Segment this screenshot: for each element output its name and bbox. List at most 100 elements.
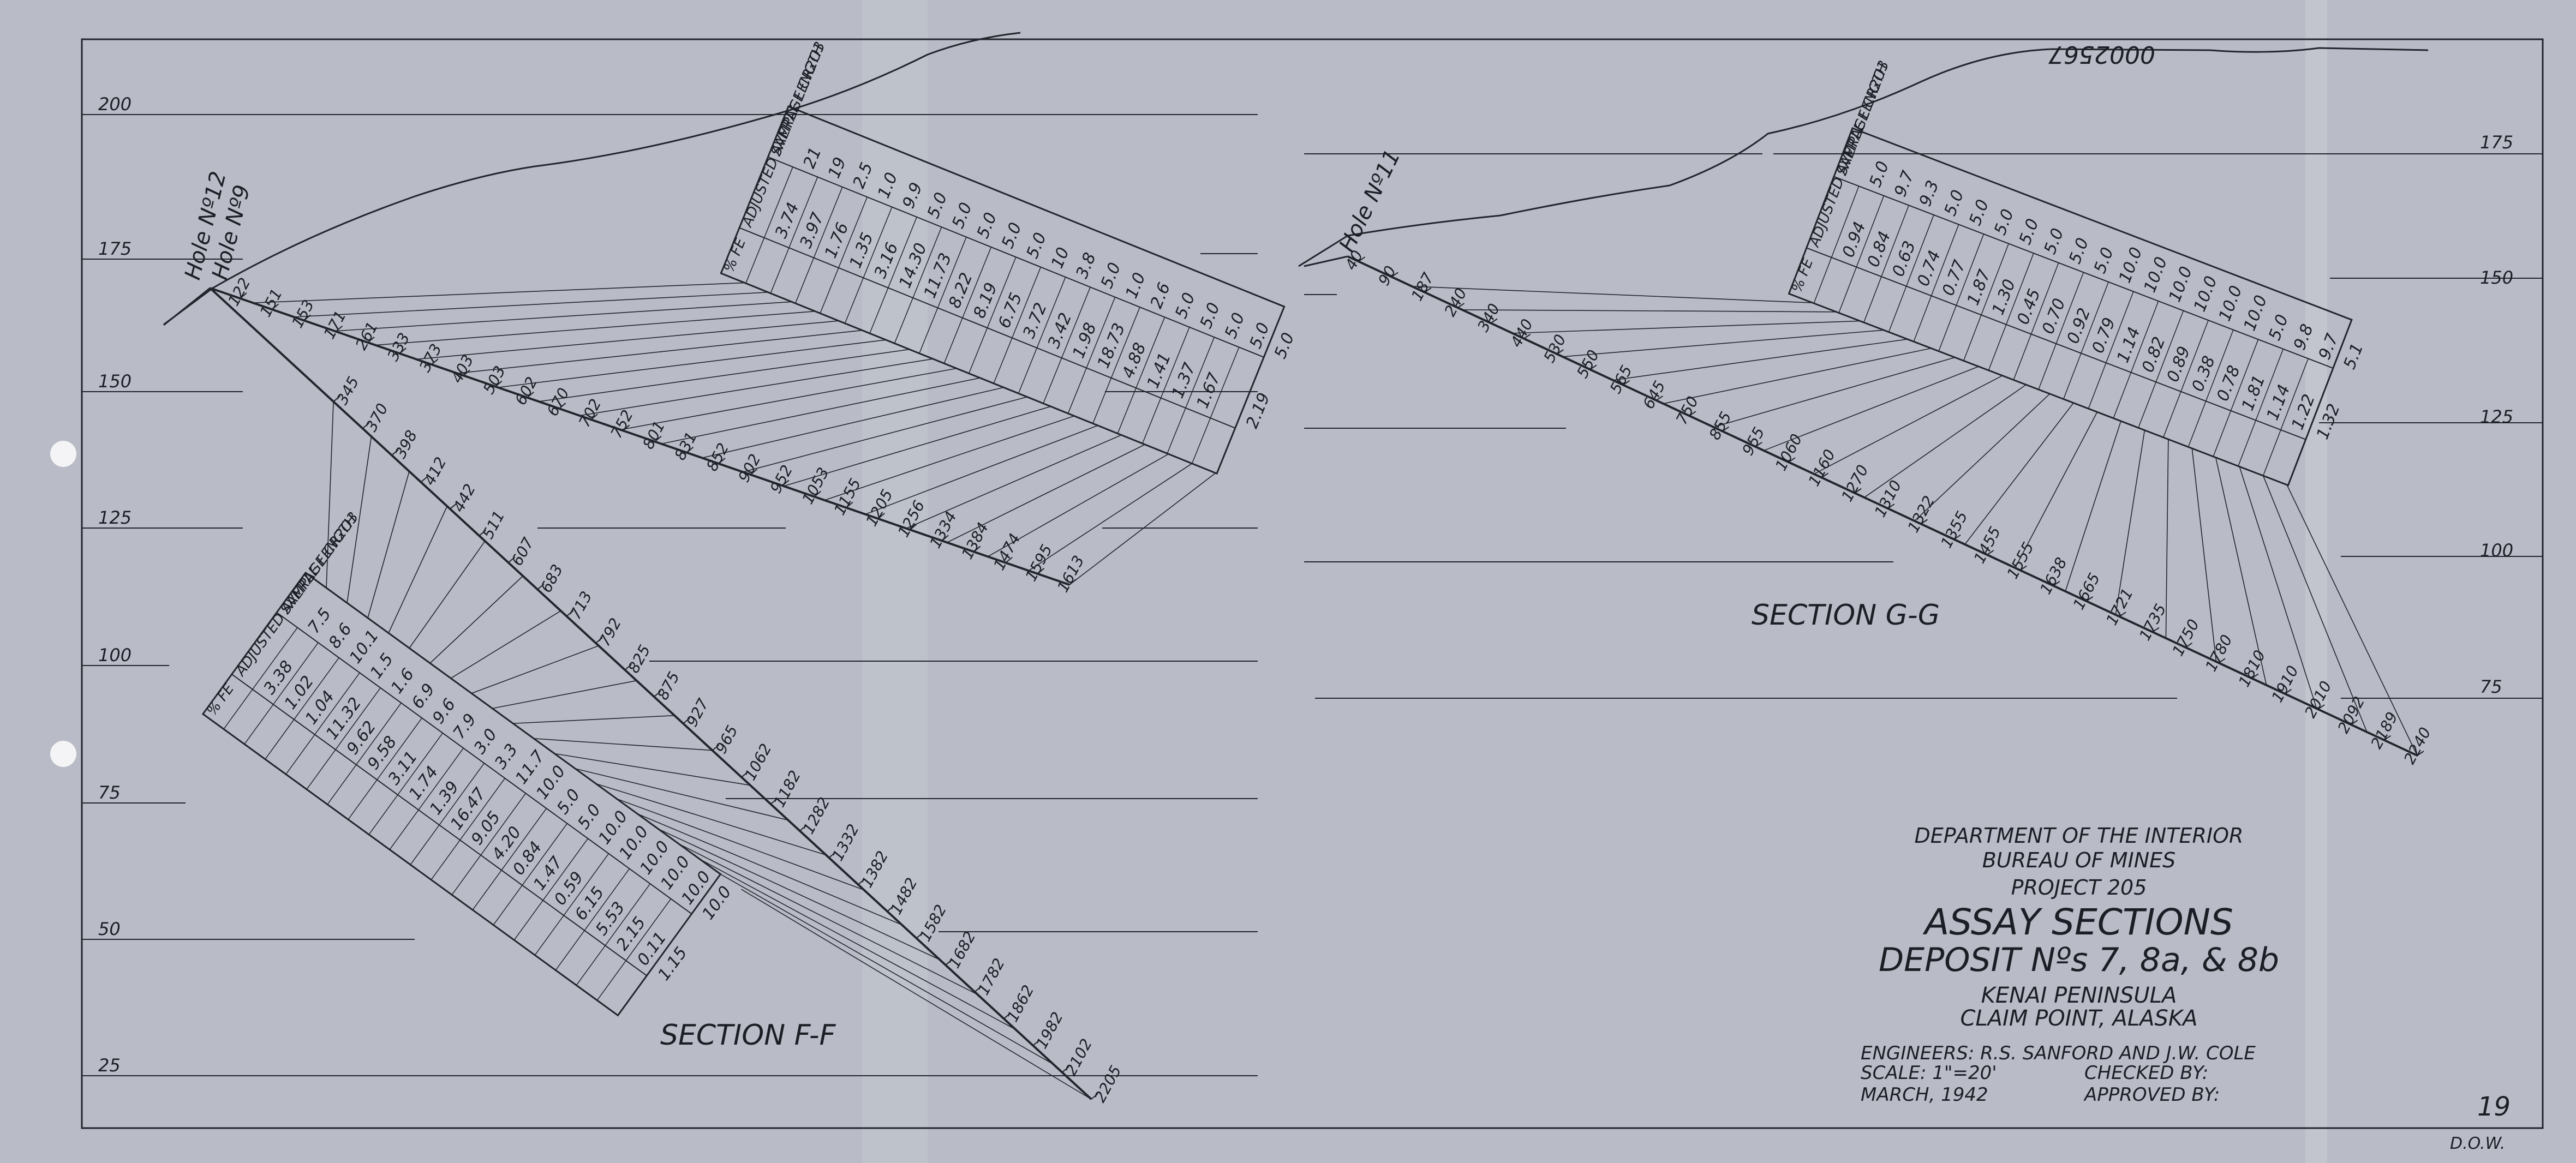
sample-length-value: 5.1 — [2340, 340, 2368, 371]
sample-length-value: 5.0 — [2016, 216, 2043, 247]
sample-length-value: 7.5 — [304, 605, 335, 637]
depth-tick — [916, 932, 924, 939]
binder-hole — [50, 741, 76, 767]
elevation-label: 50 — [98, 919, 121, 939]
depth-tick — [1755, 442, 1762, 447]
table-row-divider — [223, 627, 298, 729]
table-row-divider — [348, 717, 422, 820]
table-row-divider — [2063, 281, 2109, 399]
hole9-depth-label: 171 — [320, 308, 350, 342]
hole9-depth-label: 670 — [543, 385, 573, 419]
table-row-divider — [1117, 317, 1166, 434]
depth-tick — [479, 530, 486, 536]
assay-connector — [492, 680, 637, 709]
hole11-depth-label: 530 — [1540, 332, 1569, 366]
hole-collar-line — [163, 287, 211, 326]
section-gg-label: SECTION G-G — [1752, 599, 1940, 632]
hole12-depth-label: 2102 — [1062, 1036, 1096, 1078]
assay-connector — [471, 645, 599, 694]
sample-length-value: 5.0 — [1221, 310, 1248, 341]
table-row-divider — [894, 226, 942, 344]
hole12-depth-label: 683 — [537, 561, 566, 596]
depth-tick — [1424, 287, 1432, 293]
depth-tick — [507, 556, 516, 563]
hole12-depth-label: 2205 — [1091, 1063, 1125, 1105]
table-header-text: % FE — [1789, 256, 1816, 295]
depth-tick — [1655, 395, 1663, 401]
hole12-depth-label: 412 — [420, 454, 450, 488]
depth-tick — [362, 422, 370, 429]
assay-connector — [2239, 466, 2317, 709]
depth-tick — [654, 435, 662, 442]
table-row-divider — [493, 823, 568, 926]
sample-length-value: 5.0 — [948, 200, 976, 231]
ground-profile-left — [163, 32, 1021, 326]
depth-tick — [367, 337, 375, 343]
depth-tick — [527, 391, 534, 398]
table-row-divider — [969, 256, 1017, 374]
assay-connector — [743, 396, 1027, 473]
assay-connector — [2286, 484, 2418, 756]
hole-collar-line — [1304, 255, 1348, 267]
assay-connector — [2165, 439, 2169, 638]
hole12-depth-label: 1982 — [1032, 1009, 1067, 1051]
table-row-divider — [534, 853, 609, 956]
depth-tick — [420, 476, 428, 483]
table-row-divider — [1988, 253, 2034, 371]
hole12-depth-label: 1862 — [1003, 982, 1038, 1024]
depth-tick — [1358, 256, 1366, 262]
hole12-depth-label: 398 — [391, 427, 421, 461]
depth-tick — [877, 513, 885, 519]
hole12-depth-label: 607 — [508, 535, 537, 569]
hole11-depth-label: 550 — [1573, 347, 1603, 381]
hole9-depth-label: 702 — [575, 396, 605, 430]
assay-connector — [334, 301, 792, 332]
title-dept: DEPARTMENT OF THE INTERIOR — [1915, 824, 2244, 848]
elevation-label: 75 — [2480, 676, 2502, 697]
elevation-label: 75 — [98, 782, 121, 803]
assay-connector — [1764, 366, 1979, 451]
table-row-divider — [1043, 287, 1091, 404]
sample-length-value: 10.0 — [2215, 283, 2246, 324]
adjusted-average-value: 3.72 — [1019, 300, 1050, 341]
hole11-depth-label: 955 — [1738, 424, 1768, 458]
adjusted-average-value: 1.37 — [1168, 360, 1199, 401]
table-row-divider — [1863, 205, 1909, 323]
hole12-depth-label: 1682 — [945, 928, 979, 971]
depth-tick — [1987, 550, 1994, 555]
sample-length-value: 10.0 — [2141, 254, 2172, 295]
hole12-depth-label: 1182 — [770, 768, 804, 810]
table-header-text: % FE — [721, 236, 749, 274]
sample-length-value: 5.0 — [1866, 159, 1893, 190]
adjusted-average-value: 1.76 — [821, 220, 852, 261]
assay-connector — [637, 813, 903, 926]
table-row-divider — [472, 808, 547, 910]
depth-tick — [858, 878, 865, 885]
sample-length-value: 10.0 — [2240, 292, 2272, 333]
hole9-depth-label: 831 — [671, 429, 701, 463]
elevation-label: 125 — [98, 507, 132, 528]
sample-length-value: 5.0 — [1991, 207, 2018, 238]
sample-length-value: 5.0 — [1941, 188, 1968, 219]
hole11-depth-label: 855 — [1706, 409, 1735, 443]
assay-connector — [326, 401, 334, 588]
depth-tick — [770, 798, 778, 805]
elevation-label: 175 — [2480, 132, 2513, 153]
assay-connector — [661, 377, 981, 445]
table-row-divider — [410, 763, 485, 865]
assay-connector — [620, 368, 957, 430]
sample-length-value: 5.0 — [973, 210, 1001, 241]
hole11-depth-label: 240 — [1441, 285, 1471, 320]
depth-tick — [1556, 349, 1564, 355]
assay-connector — [554, 753, 751, 786]
table-row-divider — [2163, 320, 2209, 438]
drafter-initials: D.O.W. — [2450, 1134, 2505, 1153]
hole9-depth-label: 752 — [607, 407, 637, 441]
sample-length-value: 5.0 — [998, 220, 1025, 251]
depth-tick — [974, 986, 982, 993]
depth-tick — [566, 610, 574, 617]
sample-length-value: 5.0 — [2265, 312, 2292, 343]
adjusted-average-value: 6.75 — [995, 290, 1026, 331]
